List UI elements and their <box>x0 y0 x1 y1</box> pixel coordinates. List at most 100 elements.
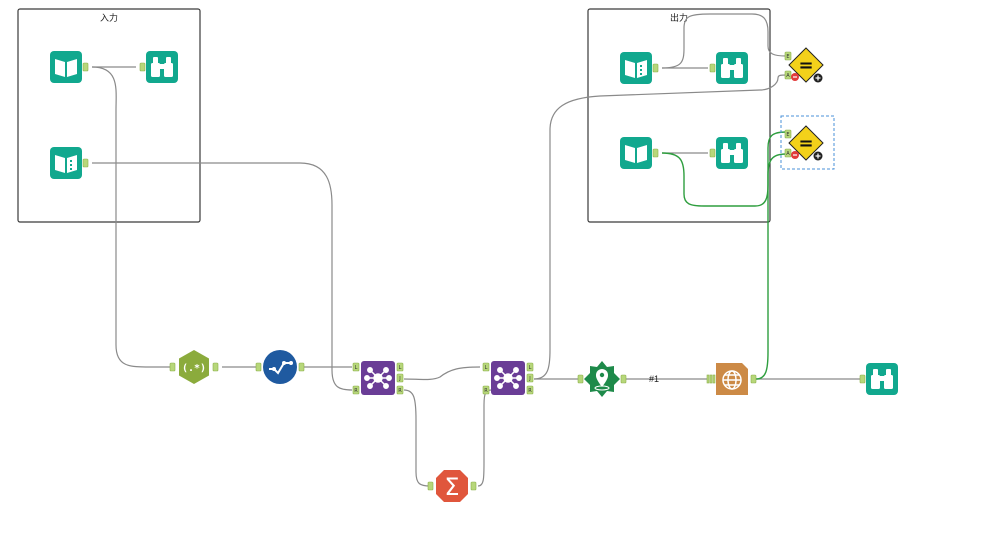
svg-text:L: L <box>399 365 402 371</box>
connection-web-to-test2[interactable] <box>755 153 787 380</box>
svg-text:R: R <box>354 388 358 394</box>
right-output-anchor[interactable] <box>526 385 534 395</box>
svg-text:E: E <box>786 132 789 138</box>
output-anchor[interactable] <box>212 362 219 372</box>
input-container[interactable]: 入力 <box>17 8 201 223</box>
output-container-title: 出力 <box>670 12 688 24</box>
binoculars-icon <box>871 369 893 389</box>
actual-input-anchor[interactable] <box>784 148 792 158</box>
output-anchor[interactable] <box>652 148 659 158</box>
input-container-title: 入力 <box>100 12 118 24</box>
minus-circle-icon[interactable] <box>791 73 799 81</box>
svg-text:A: A <box>786 73 790 79</box>
input-anchor[interactable] <box>859 374 866 384</box>
right-input-anchor[interactable] <box>482 385 490 395</box>
svg-text:E: E <box>786 54 789 60</box>
connection-summarize-to-join2[interactable] <box>477 389 493 487</box>
output-anchor[interactable] <box>82 62 89 72</box>
input-data-tool[interactable] <box>50 51 89 83</box>
join-output-anchor[interactable] <box>396 373 404 383</box>
input-anchor[interactable] <box>577 374 584 384</box>
connection-join1-to-join2[interactable] <box>403 366 481 381</box>
multi-input-anchor[interactable] <box>706 374 716 384</box>
connections: #1 <box>91 13 862 487</box>
checkmark-wave-icon <box>269 361 293 375</box>
left-input-anchor[interactable] <box>482 362 490 372</box>
output-anchor[interactable] <box>750 374 757 384</box>
input-anchor[interactable] <box>169 362 176 372</box>
hub-icon <box>364 367 392 389</box>
add-input-icon[interactable] <box>813 73 823 83</box>
regex-icon: (.*) <box>182 363 206 374</box>
geocode-tool[interactable] <box>577 361 627 397</box>
output-anchor[interactable] <box>82 158 89 168</box>
browse-tool[interactable] <box>139 51 178 83</box>
browse-tool[interactable] <box>709 137 748 169</box>
browse-tool[interactable] <box>859 363 898 395</box>
input-anchor[interactable] <box>427 481 434 491</box>
text-input-tool[interactable] <box>50 147 89 179</box>
output-anchor[interactable] <box>620 374 627 384</box>
minus-circle-icon[interactable] <box>791 151 799 159</box>
connection-join1-to-summarize[interactable] <box>403 389 431 487</box>
browse-tool[interactable] <box>709 52 748 84</box>
hub-icon <box>494 367 522 389</box>
left-output-anchor[interactable] <box>396 362 404 372</box>
connection-textinput2-to-test1[interactable] <box>661 13 787 69</box>
web-tool[interactable] <box>706 363 757 395</box>
summarize-tool[interactable]: Σ <box>427 470 477 502</box>
input-anchor[interactable] <box>709 148 716 158</box>
output-anchor[interactable] <box>652 63 659 73</box>
svg-text:A: A <box>786 151 790 157</box>
book-list-icon <box>55 155 77 173</box>
input-anchor[interactable] <box>139 62 146 72</box>
equals-diamond-icon: = <box>798 55 813 76</box>
selection-box <box>780 115 835 170</box>
expected-input-anchor[interactable] <box>784 129 792 139</box>
svg-text:R: R <box>398 388 402 394</box>
svg-text:L: L <box>355 365 358 371</box>
text-input-tool[interactable] <box>620 52 659 84</box>
actual-input-anchor[interactable] <box>784 70 792 80</box>
regex-tool[interactable]: (.*) <box>169 350 219 384</box>
output-anchor[interactable] <box>470 481 477 491</box>
input-anchor[interactable] <box>255 362 262 372</box>
svg-text:R: R <box>484 388 488 394</box>
svg-text:L: L <box>485 365 488 371</box>
open-book-icon <box>55 59 77 77</box>
connection-join2-to-test1[interactable] <box>533 74 787 380</box>
book-list-icon <box>625 60 647 78</box>
expect-equal-test-tool[interactable]: E A = <box>784 47 824 83</box>
output-anchor[interactable] <box>298 362 305 372</box>
connection-label: #1 <box>649 374 659 384</box>
join-tool[interactable]: L R L J R <box>482 361 534 395</box>
right-input-anchor[interactable] <box>352 385 360 395</box>
binoculars-icon <box>721 58 743 78</box>
map-pin-icon <box>594 369 610 391</box>
equals-diamond-icon: = <box>798 133 813 154</box>
binoculars-icon <box>721 143 743 163</box>
connection-textinput-to-join[interactable] <box>92 162 353 391</box>
input-data-tool[interactable] <box>620 137 659 169</box>
right-output-anchor[interactable] <box>396 385 404 395</box>
binoculars-icon <box>151 57 173 77</box>
connection-input-to-regex[interactable] <box>91 66 170 368</box>
join-tool[interactable]: L R L J R <box>352 361 404 395</box>
input-anchor[interactable] <box>709 63 716 73</box>
svg-text:J: J <box>528 376 530 382</box>
left-input-anchor[interactable] <box>352 362 360 372</box>
connection-input2-to-test2[interactable] <box>661 131 787 207</box>
sigma-icon: Σ <box>444 473 459 501</box>
select-tool[interactable] <box>255 350 305 384</box>
expect-equal-test-tool-selected[interactable]: E A = <box>780 115 835 170</box>
add-input-icon[interactable] <box>813 151 823 161</box>
svg-text:J: J <box>398 376 400 382</box>
svg-text:L: L <box>529 365 532 371</box>
left-output-anchor[interactable] <box>526 362 534 372</box>
svg-text:R: R <box>528 388 532 394</box>
join-output-anchor[interactable] <box>526 373 534 383</box>
output-container[interactable]: 出力 <box>587 8 771 223</box>
open-book-icon <box>625 145 647 163</box>
expected-input-anchor[interactable] <box>784 51 792 61</box>
